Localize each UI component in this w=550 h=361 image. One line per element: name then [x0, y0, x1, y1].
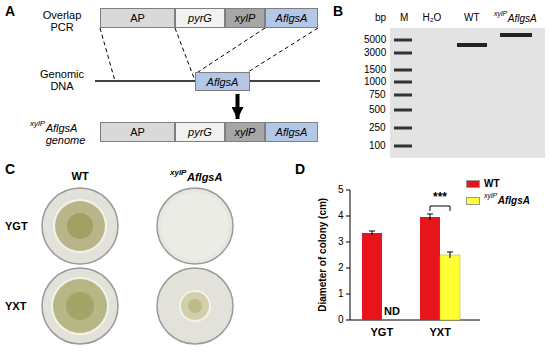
category-label: YXT [430, 326, 451, 339]
gene-segment-box: pyrG [175, 8, 225, 28]
error-bars [369, 206, 453, 258]
mutant-band [500, 33, 532, 37]
size-marker: 250 [369, 122, 386, 134]
axis-title: Diameter of colony (cm) [317, 198, 329, 312]
gene-segment-box: xylP [225, 122, 265, 142]
size-marker: 1000 [364, 76, 386, 88]
medium-label: YGT [5, 220, 28, 233]
step-label: Genomic DNA [35, 68, 90, 93]
panel-letter: C [5, 161, 15, 177]
wt-band [457, 43, 487, 47]
strain-label: AflgsA genome [46, 122, 90, 147]
gene-name: AflgsA [276, 12, 308, 24]
gene-segment-box: AP [100, 8, 175, 28]
process-arrow [236, 94, 240, 119]
bar [362, 233, 382, 320]
gene-segment-box: AflgsA [195, 72, 250, 91]
significance-mark: *** [433, 191, 447, 205]
size-marker: 750 [369, 89, 386, 101]
gene-segment-box: AflgsA [265, 8, 318, 28]
step-label: Overlap PCR [37, 9, 87, 34]
size-marker: 1500 [364, 64, 386, 76]
lane-label: AflgsA [508, 13, 537, 25]
bar [440, 255, 460, 320]
gene-name: AflgsA [207, 76, 239, 88]
lane-label: M [400, 12, 408, 24]
gene-name: pyrG [188, 126, 212, 138]
gene-name: xylP [235, 12, 256, 24]
legend-swatch [466, 180, 480, 188]
medium-label: YXT [5, 300, 26, 313]
size-marker: 500 [369, 104, 386, 116]
category-label: YGT [371, 326, 394, 339]
gene-name: AflgsA [276, 126, 308, 138]
gene-segment-box: pyrG [175, 122, 225, 142]
strain-superscript: xylP [30, 119, 45, 128]
axis-tick: 2 [338, 262, 344, 274]
culture-plates [42, 188, 233, 344]
size-marker: 5000 [364, 34, 386, 46]
axis-tick: 5 [338, 184, 344, 196]
panel-letter: D [295, 161, 305, 177]
axis-tick: 4 [338, 210, 344, 222]
bar [420, 217, 440, 320]
not-detected-note: ND [384, 305, 400, 318]
gel-image [390, 28, 545, 158]
ladder-bands [394, 39, 412, 148]
gene-name: xylP [235, 126, 256, 138]
axis-tick: 1 [338, 288, 344, 300]
axis-tick: 0 [338, 314, 344, 326]
chart-axes [346, 190, 480, 320]
legend-swatch [466, 197, 480, 205]
strain-superscript: xylP [170, 168, 186, 177]
lane-label: H₂O [423, 12, 442, 24]
gene-name: pyrG [188, 12, 212, 24]
size-marker: 100 [369, 140, 386, 152]
gene-segment-box: xylP [225, 8, 265, 28]
strain-header: AflgsA [187, 171, 222, 184]
unit-label: bp [375, 12, 386, 24]
lane-label: WT [464, 12, 480, 24]
strain-header: WT [72, 170, 89, 183]
panel-letter: B [333, 3, 343, 19]
gene-segment-box: AP [100, 122, 175, 142]
gene-name: AP [130, 126, 145, 138]
panel-letter: A [5, 3, 15, 19]
legend-superscript: xylP [484, 192, 497, 200]
legend-label: AflgsA [498, 195, 530, 207]
axis-tick: 3 [338, 236, 344, 248]
gene-segment-box: AflgsA [265, 122, 318, 142]
lane-superscript: xylP [494, 10, 507, 18]
gene-name: AP [130, 12, 145, 24]
size-marker: 3000 [364, 47, 386, 59]
legend-label: WT [484, 178, 500, 190]
